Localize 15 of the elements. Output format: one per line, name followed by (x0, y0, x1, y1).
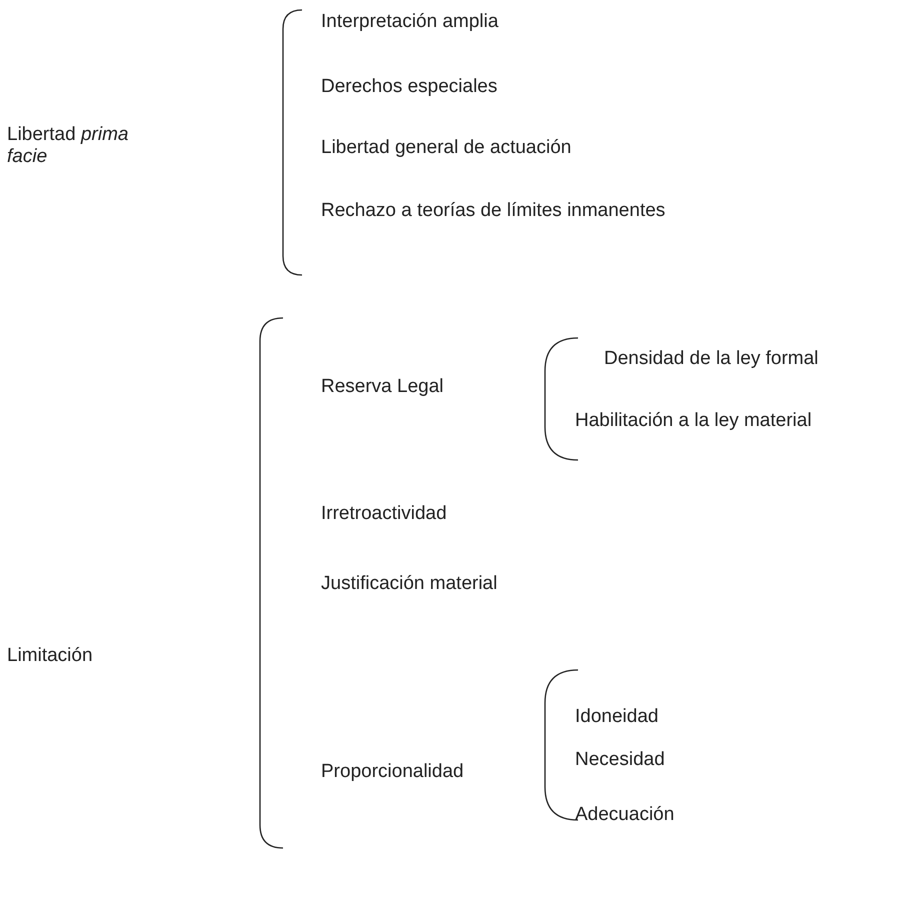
text-label: Rechazo a teorías de límites inmanentes (321, 200, 666, 222)
text-label: Adecuación (575, 804, 674, 826)
text-label: Reserva Legal (321, 376, 444, 398)
text-label: Irretroactividad (321, 503, 447, 525)
text-label: Libertad prima facie (7, 124, 130, 168)
text-label: Justificación material (321, 573, 498, 595)
text-label: Idoneidad (575, 706, 658, 728)
text-label: Interpretación amplia (321, 11, 498, 33)
text-label: Densidad de la ley formal (604, 348, 818, 370)
text-label: Necesidad (575, 749, 665, 771)
text-label: Derechos especiales (321, 76, 498, 98)
text-label: Habilitación a la ley material (575, 410, 812, 432)
text-label: Proporcionalidad (321, 761, 464, 783)
text-label: Limitación (7, 645, 93, 667)
text-label: Libertad general de actuación (321, 137, 572, 159)
